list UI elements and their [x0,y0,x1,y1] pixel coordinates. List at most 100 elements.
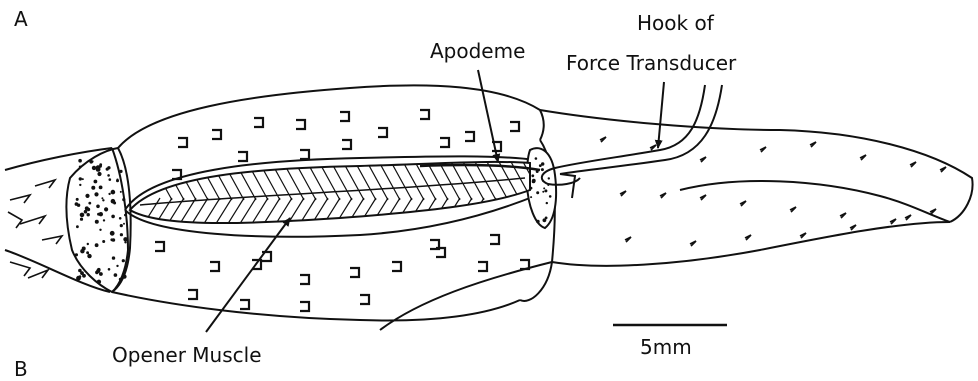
dactyl-tick [810,142,816,147]
exoskeleton-mark [420,110,429,119]
stipple-dot [542,191,544,193]
stipple-dot [119,217,122,220]
exoskeleton-mark [465,132,474,141]
dactyl-joint [527,148,556,228]
stipple-dot [97,172,101,176]
stipple-dot [103,219,105,221]
stipple-dot [87,254,91,258]
exoskeleton-mark [240,300,249,309]
stipple-dot [541,168,544,171]
scale-label: 5mm [640,335,692,359]
stipple-dot [539,164,542,167]
dactyl-tick [910,162,916,167]
stipple-dot [94,192,98,196]
stipple-dot [84,210,88,214]
exoskeleton-mark [478,262,487,271]
stipple-dot [108,193,110,195]
stipple-dot [544,189,547,192]
stipple-dot [549,195,552,198]
exoskeleton-mark [300,275,309,284]
opener-muscle-label: Opener Muscle [112,343,262,367]
stipple-dot [120,233,123,236]
dactyl-tick [700,157,706,162]
stipple-dot [124,214,127,217]
hair-mark [42,236,62,244]
exoskeleton-mark [342,140,351,149]
exoskeleton-mark [212,130,221,139]
hook-arrow [658,82,664,148]
force-transducer-hook [542,85,722,198]
stipple-dot [87,213,90,216]
hair-mark [8,212,22,228]
stipple-dot [80,249,84,253]
exoskeleton-mark [300,150,309,159]
stipple-dot [95,243,99,247]
stipple-dot [536,191,539,194]
stipple-dot [99,272,103,276]
muscle-fiber [488,198,508,230]
exoskeleton-mark [296,120,305,129]
dactyl-tick [930,209,936,214]
stipple-dot [548,177,550,179]
stipple-dot [95,271,99,275]
proximal-hairs [8,180,62,278]
stipple-dot [86,251,89,254]
stipple-dot [120,224,123,227]
hair-mark [10,195,30,203]
stipple-dot [119,170,122,173]
hair-mark [28,270,48,278]
stipple-dot [532,179,536,183]
stipple-dot [80,213,85,218]
stipple-dot [102,240,105,243]
panel-label-b: B [14,357,28,381]
stipple-dot [536,220,540,224]
dactyl-tick [650,145,656,150]
stipple-dot [531,174,534,177]
dactyl-tick [625,237,631,242]
apodeme-label: Apodeme [430,39,525,63]
stipple-dot [116,179,119,182]
stipple-dot [111,199,116,204]
dactyl-tick [905,215,911,220]
stipple-dot [530,196,532,198]
exoskeleton-mark [350,268,359,277]
exoskeleton-mark [340,112,349,121]
joint-region [66,148,130,292]
dactyl-tick [690,241,696,246]
dactyl-tick [840,213,846,218]
stipple-dot [79,184,81,186]
stipple-dot [80,218,83,221]
exoskeleton-mark [378,128,387,137]
exoskeleton-mark [210,262,219,271]
stipple-dot [82,178,84,180]
stipple-dot [101,197,103,199]
stipple-dot [123,223,125,225]
hook-label-line1: Hook of [637,11,715,35]
exoskeleton-mark [254,118,263,127]
opener-muscle [130,160,556,230]
exoskeleton-mark [392,262,401,271]
dactyl-tick [790,207,796,212]
stipple-dot [94,180,98,184]
stipple-dot [109,178,112,181]
dactyl-marks [600,137,946,246]
stipple-dot [111,215,115,219]
dactyl-tick [890,219,896,224]
stipple-dot [122,274,126,278]
dactyl [380,110,973,330]
dactyl-tick [620,191,626,196]
stipple-dot [106,168,109,171]
stipple-dot [124,241,126,243]
hair-mark [20,216,45,224]
exoskeleton-mark [178,138,187,147]
stipple-dot [91,186,95,190]
stipple-dot [91,160,93,162]
stipple-dot [79,177,82,180]
stipple-dot [116,265,118,267]
stipple-dot [122,259,125,262]
dactyl-tick [740,201,746,206]
stipple-dot [96,205,100,209]
stipple-dot [122,198,125,201]
apodeme-arrow [478,70,498,162]
stipple-dot [75,253,78,256]
